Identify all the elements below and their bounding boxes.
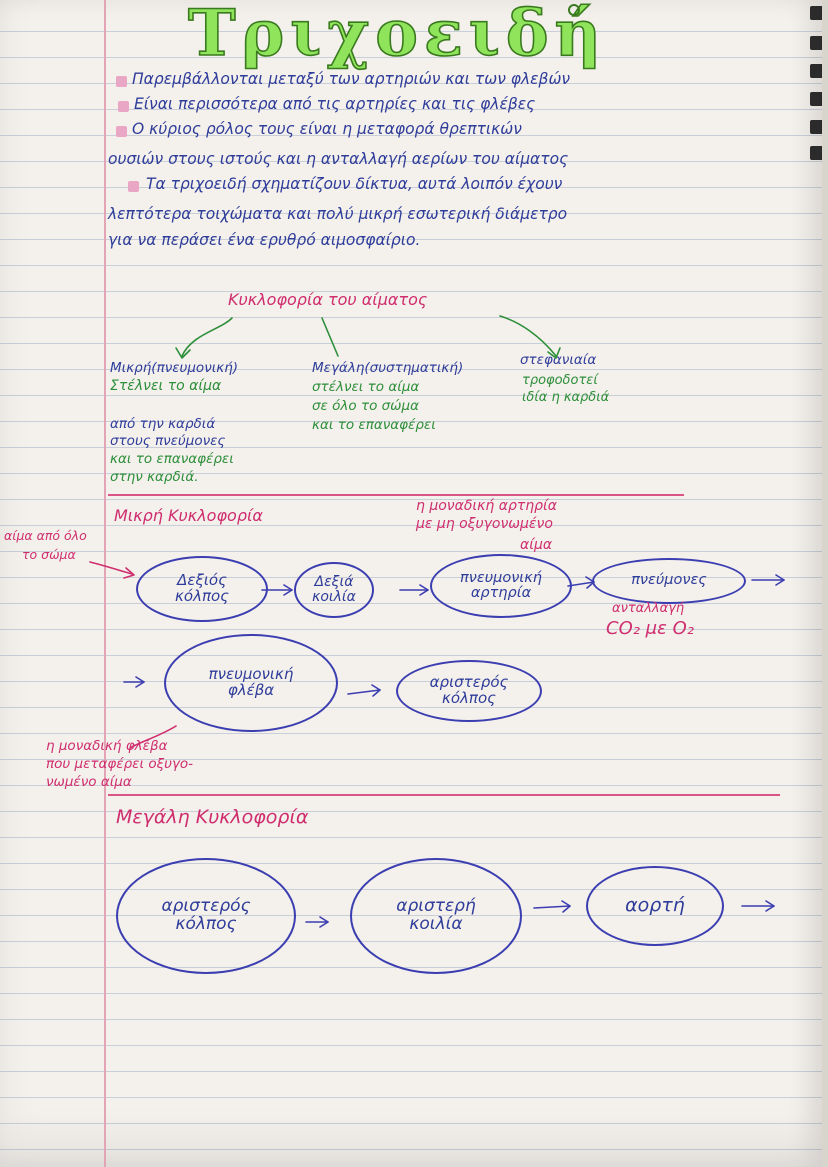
artery-note: αίμα <box>520 537 553 553</box>
flow-arrow-head <box>419 584 429 596</box>
margin-line <box>104 0 106 1167</box>
intro-line: Ο κύριος ρόλος τους είναι η μεταφορά θρε… <box>132 120 522 138</box>
coronary-title: στεφανιαία <box>520 352 597 368</box>
binder-tab <box>810 6 822 20</box>
page-title: Τριχοειδή <box>187 0 608 72</box>
binder-tab <box>810 36 822 50</box>
small-circ-desc: στην καρδιά. <box>110 469 199 485</box>
side-note: αίμα από όλο <box>4 528 87 543</box>
large-circ-heading: Μεγάλη Κυκλοφορία <box>116 806 309 828</box>
vein-note: νωμένο αίμα <box>46 774 132 790</box>
intro-line: ουσιών στους ιστούς και η ανταλλαγή αερί… <box>108 150 569 168</box>
small-circ-desc: Στέλνει το αίμα <box>110 378 222 394</box>
small-circ-desc: από την καρδιά <box>110 416 216 432</box>
node-right-ventricle: Δεξιά κοιλία <box>294 562 374 618</box>
large-circ-desc: στέλνει το αίμα <box>312 379 420 395</box>
binder-tab <box>810 120 822 134</box>
flow-arrow-head <box>561 900 571 913</box>
flow-arrow-head <box>319 916 329 928</box>
vein-note: η μοναδική φλέβα <box>46 738 168 754</box>
coronary-desc: ιδία η καρδιά <box>522 390 610 405</box>
large-circ-desc: και το επαναφέρει <box>312 417 436 433</box>
artery-note: με μη οξυγονωμένο <box>416 516 553 532</box>
flow-arrow-3 <box>567 581 595 587</box>
coronary-desc: τροφοδοτεί <box>522 373 598 388</box>
node-aorta: αορτή <box>586 866 724 946</box>
branch-arrow-coronary <box>499 315 557 357</box>
flow-arrow-head <box>283 584 293 596</box>
exchange-note: CO₂ με O₂ <box>606 618 694 639</box>
bullet-marker <box>116 126 127 137</box>
section-divider <box>108 794 780 796</box>
bullet-marker <box>128 181 139 192</box>
exchange-note: ανταλλαγή <box>612 601 685 616</box>
node-right-atrium: Δεξιός κόλπος <box>136 556 268 622</box>
flow-arrow-head <box>135 676 145 688</box>
side-note-arrow-head <box>123 567 135 579</box>
flow-arrow-head <box>371 684 381 697</box>
side-note-arrow <box>89 561 133 575</box>
circulation-heading: Κυκλοφορία του αίματος <box>228 290 428 309</box>
title-accent-dot <box>568 4 580 16</box>
flow-arrow-head <box>775 574 785 586</box>
intro-line: λεπτότερα τοιχώματα και πολύ μικρή εσωτε… <box>108 205 568 223</box>
node-left-atrium: αριστερός κόλπος <box>396 660 542 722</box>
vein-note-arrow <box>129 725 177 749</box>
bullet-marker <box>116 76 127 87</box>
bullet-marker <box>118 101 129 112</box>
branch-arrow-small <box>181 317 233 357</box>
artery-note: η μοναδική αρτηρία <box>416 498 557 514</box>
node-left-atrium-large: αριστερός κόλπος <box>116 858 296 974</box>
large-circ-title: Μεγάλη(συστηματική) <box>312 360 464 376</box>
node-left-ventricle: αριστερή κοιλία <box>350 858 522 974</box>
intro-line: για να περάσει ένα ερυθρό αιμοσφαίριο. <box>108 231 421 249</box>
small-circ-title: Μικρή(πνευμονική) <box>110 360 239 376</box>
binder-tab <box>810 92 822 106</box>
small-circ-desc: και το επαναφέρει <box>110 451 234 467</box>
small-circ-heading: Μικρή Κυκλοφορία <box>114 506 263 525</box>
flow-arrow-head <box>765 900 775 912</box>
intro-line: Τα τριχοειδή σχηματίζουν δίκτυα, αυτά λο… <box>146 175 563 193</box>
intro-line: Παρεμβάλλονται μεταξύ των αρτηριών και τ… <box>132 70 571 88</box>
intro-line: Είναι περισσότερα από τις αρτηρίες και τ… <box>134 95 536 113</box>
small-circ-desc: στους πνεύμονες <box>110 433 226 449</box>
branch-arrow-large <box>321 317 339 357</box>
large-circ-desc: σε όλο το σώμα <box>312 398 419 414</box>
flow-arrow-head <box>585 576 595 589</box>
vein-note: που μεταφέρει οξυγο- <box>46 756 194 772</box>
branch-arrow-head <box>547 347 561 359</box>
flow-arrow-6 <box>347 689 381 695</box>
binder-tab <box>810 64 822 78</box>
side-note: το σώμα <box>22 547 76 562</box>
node-pulmonary-vein: πνευμονική φλέβα <box>164 634 338 732</box>
flow-arrow-8 <box>533 905 571 909</box>
branch-arrow-head <box>175 347 191 359</box>
binder-tab <box>810 146 822 160</box>
section-divider <box>108 494 684 496</box>
